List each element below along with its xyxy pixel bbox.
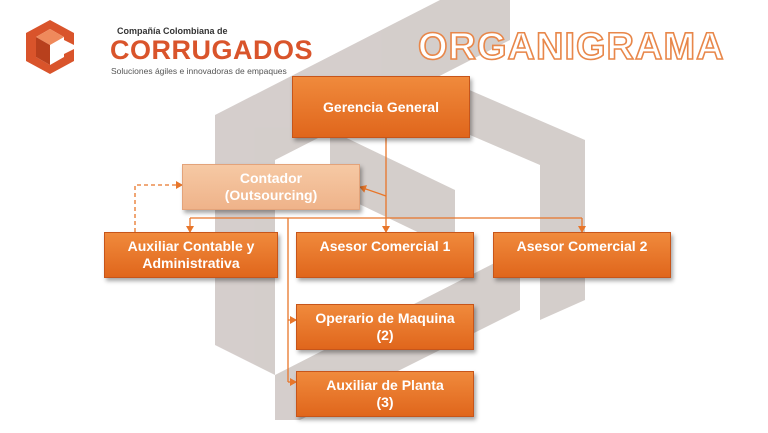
logo-brand-name: CORRUGADOS [110,35,314,65]
node-auxiliar-contable-line1: Auxiliar Contable y [127,238,255,254]
node-operario-line1: Operario de Maquina [315,310,455,326]
node-gerencia-label: Gerencia General [323,98,439,115]
node-gerencia-general: Gerencia General [292,76,470,138]
node-auxiliar-planta-line1: Auxiliar de Planta [326,377,444,393]
node-asesor-comercial-1: Asesor Comercial 1 [296,232,474,278]
logo-tagline: Soluciones ágiles e innovadoras de empaq… [111,66,287,76]
logo-mark-icon [26,20,74,74]
node-operario-maquina: Operario de Maquina (2) [296,304,474,350]
node-contador-line2: (Outsourcing) [224,187,318,203]
node-auxiliar-contable: Auxiliar Contable y Administrativa [104,232,278,278]
node-asesor2-label: Asesor Comercial 2 [516,238,648,254]
connector-dashed-contador [134,181,183,232]
node-contador-line1: Contador [239,170,303,186]
node-auxiliar-planta-line2: (3) [376,394,394,410]
logo-top-line: Compañía Colombiana de [117,26,228,36]
connector-gerencia-contador [359,185,387,197]
node-auxiliar-planta: Auxiliar de Planta (3) [296,371,474,417]
node-auxiliar-contable-line2: Administrativa [142,255,240,271]
node-contador: Contador (Outsourcing) [182,164,360,210]
company-logo: Compañía Colombiana de CORRUGADOS Soluci… [22,14,313,80]
node-operario-line2: (2) [376,327,394,343]
page-title: ORGANIGRAMA [417,25,725,69]
node-asesor1-label: Asesor Comercial 1 [319,238,451,254]
node-asesor-comercial-2: Asesor Comercial 2 [493,232,671,278]
